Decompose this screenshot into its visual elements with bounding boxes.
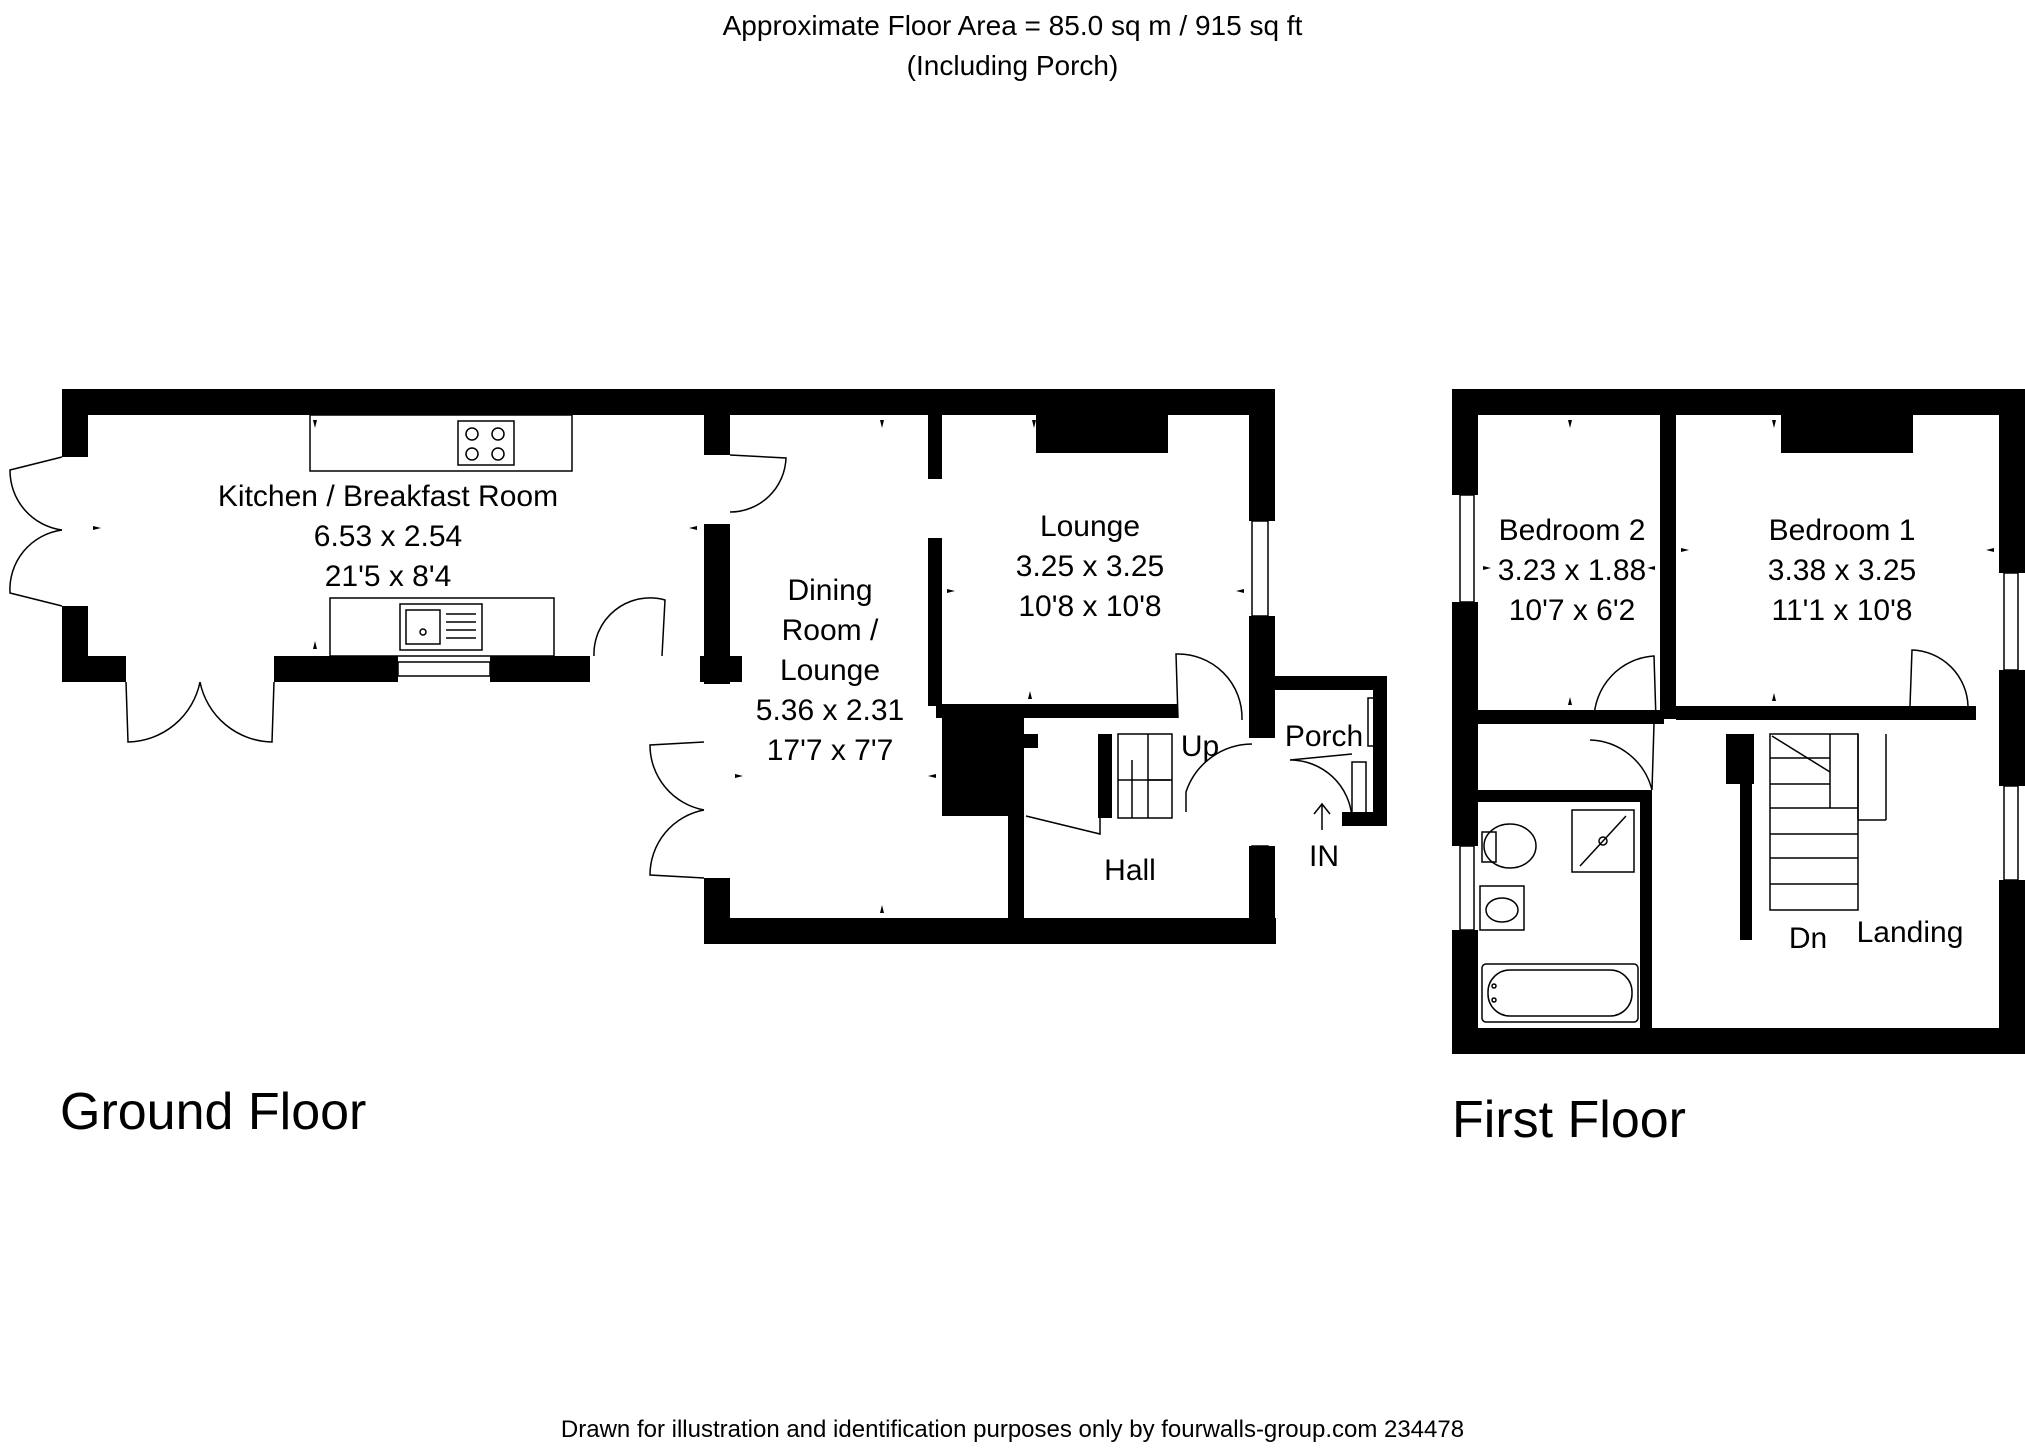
door-bedroom2 [1593, 655, 1657, 721]
toilet-icon [1483, 823, 1537, 869]
kitchen-worktop-lower [329, 597, 555, 657]
door-kitchen-dining [729, 454, 787, 513]
shower-icon [1571, 809, 1635, 873]
door-porch-hall [1185, 743, 1253, 812]
bedroom1-imperial: 11'1 x 10'8 [1771, 594, 1912, 627]
basin-icon [1479, 885, 1525, 931]
first-floor-fittings [1459, 494, 2019, 1023]
sink-icon [399, 603, 483, 651]
first-floor-label: First Floor [1452, 1091, 1686, 1149]
window-lounge [1251, 520, 1269, 617]
garden-door-dining-upper [649, 741, 705, 811]
garden-door-left-lower [9, 529, 63, 607]
dining-name-line3: Lounge [780, 654, 880, 687]
ground-floor-walls [62, 389, 1387, 944]
dining-metric: 5.36 x 2.31 [756, 694, 904, 727]
garden-door-bottom-right [199, 681, 275, 743]
stairs-first-floor [1769, 733, 1859, 911]
window-landing [2003, 785, 2019, 881]
front-door [1289, 753, 1353, 819]
stairs-up-label: Up [1181, 730, 1219, 763]
garden-door-left-upper [9, 456, 63, 531]
door-bathroom [1589, 723, 1655, 791]
floor-area-title: Approximate Floor Area = 85.0 sq m / 915… [722, 10, 1303, 41]
hob-burner-icon [491, 427, 505, 441]
porch-name: Porch [1285, 720, 1363, 753]
dining-name-line2: Room / [782, 614, 879, 647]
stairs-ground [1117, 733, 1173, 819]
lounge-imperial: 10'8 x 10'8 [1018, 590, 1161, 623]
window-bathroom [1459, 845, 1475, 931]
lounge-name: Lounge [1040, 510, 1140, 543]
kitchen-imperial: 21'5 x 8'4 [325, 560, 452, 593]
window-hall [1251, 845, 1269, 911]
garden-door-dining-lower [649, 809, 705, 879]
door-lounge-hall [1175, 653, 1243, 721]
bedroom1-metric: 3.38 x 3.25 [1768, 554, 1916, 587]
stairs-down-label: Dn [1789, 922, 1827, 955]
hall-name: Hall [1104, 854, 1156, 887]
hob-burner-icon [465, 427, 479, 441]
bedroom1-name: Bedroom 1 [1769, 514, 1916, 547]
door-kitchen-side [593, 597, 666, 657]
footer-disclaimer: Drawn for illustration and identificatio… [560, 1416, 1465, 1443]
floor-area-note: (Including Porch) [906, 50, 1119, 81]
window-bedroom1 [2003, 572, 2019, 671]
landing-name: Landing [1857, 916, 1964, 949]
bath-icon [1481, 963, 1639, 1023]
hob-burner-icon [465, 447, 479, 461]
dimension-ticks [93, 420, 1994, 913]
garden-door-bottom-left [125, 681, 201, 743]
ground-floor-fittings [9, 414, 1383, 911]
porch-panel [1351, 761, 1367, 819]
bedroom2-imperial: 10'7 x 6'2 [1509, 594, 1636, 627]
window-kitchen [397, 661, 491, 677]
door-understairs [1025, 815, 1101, 835]
entrance-label: IN [1309, 840, 1339, 873]
dining-imperial: 17'7 x 7'7 [767, 734, 894, 767]
kitchen-worktop-upper [309, 414, 573, 472]
entrance-arrow-icon [1313, 802, 1331, 830]
door-bedroom1 [1909, 649, 1969, 707]
lounge-metric: 3.25 x 3.25 [1016, 550, 1164, 583]
first-floor-walls [1452, 389, 2025, 1054]
hob-burner-icon [491, 447, 505, 461]
kitchen-metric: 6.53 x 2.54 [314, 520, 462, 553]
ground-floor-label: Ground Floor [60, 1083, 367, 1141]
dining-name-line1: Dining [787, 574, 872, 607]
kitchen-name: Kitchen / Breakfast Room [218, 480, 558, 513]
window-porch [1367, 697, 1383, 747]
window-bedroom2 [1459, 494, 1475, 603]
hob-icon [457, 420, 515, 466]
bedroom2-metric: 3.23 x 1.88 [1498, 554, 1646, 587]
bedroom2-name: Bedroom 2 [1499, 514, 1646, 547]
